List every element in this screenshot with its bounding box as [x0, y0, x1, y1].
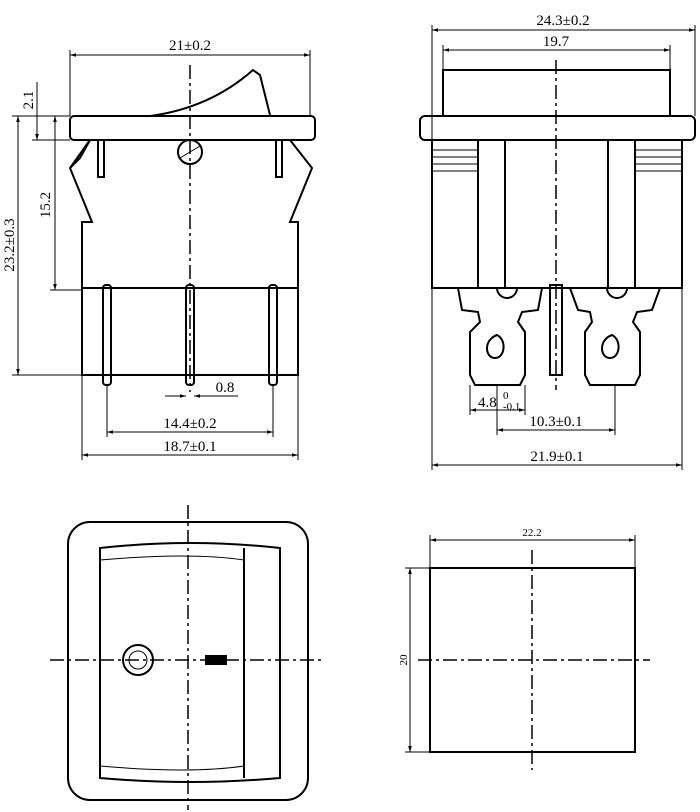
dim-body-width: 21.9±0.1 — [530, 449, 583, 465]
dim-cutout-width: 22.2 — [522, 527, 541, 539]
dim-flange-width: 24.3±0.2 — [536, 13, 589, 29]
snap-clip-left — [68, 139, 94, 223]
flange — [69, 115, 316, 141]
side-view: 21±0.2 2.1 15.2 23.2±0.3 0.8 14.4±0.2 18… — [2, 38, 316, 460]
dim-cutout-height: 20 — [398, 654, 410, 666]
dim-width: 21±0.2 — [169, 38, 211, 54]
dim-body-width: 18.7±0.1 — [163, 439, 216, 455]
panel-cutout: 22.2 20 — [398, 527, 650, 770]
dim-terminal-tol-lower: -0.1 — [503, 401, 520, 413]
dim-terminal-width: 4.8 — [478, 395, 497, 411]
dim-pin-width: 0.8 — [216, 380, 235, 396]
dim-pin-span: 14.4±0.2 — [163, 416, 216, 432]
dim-total-height: 23.2±0.3 — [2, 218, 18, 271]
terminal-right — [569, 287, 661, 386]
dim-terminal-pitch: 10.3±0.1 — [529, 414, 582, 430]
on-marker — [205, 655, 227, 665]
terminal-left — [457, 287, 543, 386]
dim-snap-height: 15.2 — [38, 192, 54, 218]
top-view — [50, 505, 325, 810]
dim-terminal-tol-upper: 0 — [503, 390, 509, 402]
flange — [419, 115, 696, 141]
dim-rocker-height: 2.1 — [21, 91, 37, 110]
snap-clip-right — [288, 139, 314, 223]
dim-rocker-width: 19.7 — [543, 34, 570, 50]
rocker-face — [99, 542, 281, 783]
rocker-actuator — [149, 68, 271, 117]
front-view: 24.3±0.2 19.7 4.8 0 -0.1 10.3±0.1 21.9±0… — [419, 13, 696, 470]
